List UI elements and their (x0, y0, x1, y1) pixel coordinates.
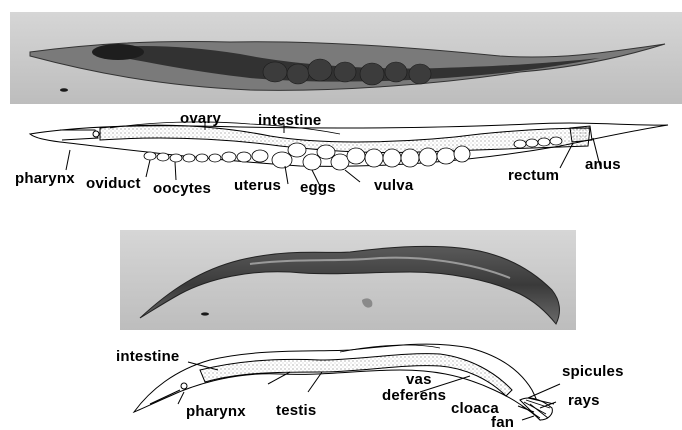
label-vas: vas (406, 372, 432, 388)
label-eggs: eggs (300, 180, 336, 196)
label-fan: fan (491, 415, 514, 430)
label-oviduct: oviduct (86, 176, 141, 192)
hermaphrodite-photo (10, 12, 682, 104)
label-pharynx: pharynx (15, 171, 75, 187)
label-vulva: vulva (374, 178, 413, 194)
label-rays: rays (568, 393, 600, 409)
male-photo (120, 230, 576, 330)
label-male-pharynx: pharynx (186, 404, 246, 420)
label-deferens: deferens (382, 388, 446, 404)
label-male-intestine: intestine (116, 349, 179, 365)
label-testis: testis (276, 403, 316, 419)
label-rectum: rectum (508, 168, 559, 184)
label-anus: anus (585, 157, 621, 173)
label-ovary: ovary (180, 111, 221, 127)
label-intestine: intestine (258, 113, 321, 129)
label-spicules: spicules (562, 364, 624, 380)
label-uterus: uterus (234, 178, 281, 194)
label-oocytes: oocytes (153, 181, 211, 197)
